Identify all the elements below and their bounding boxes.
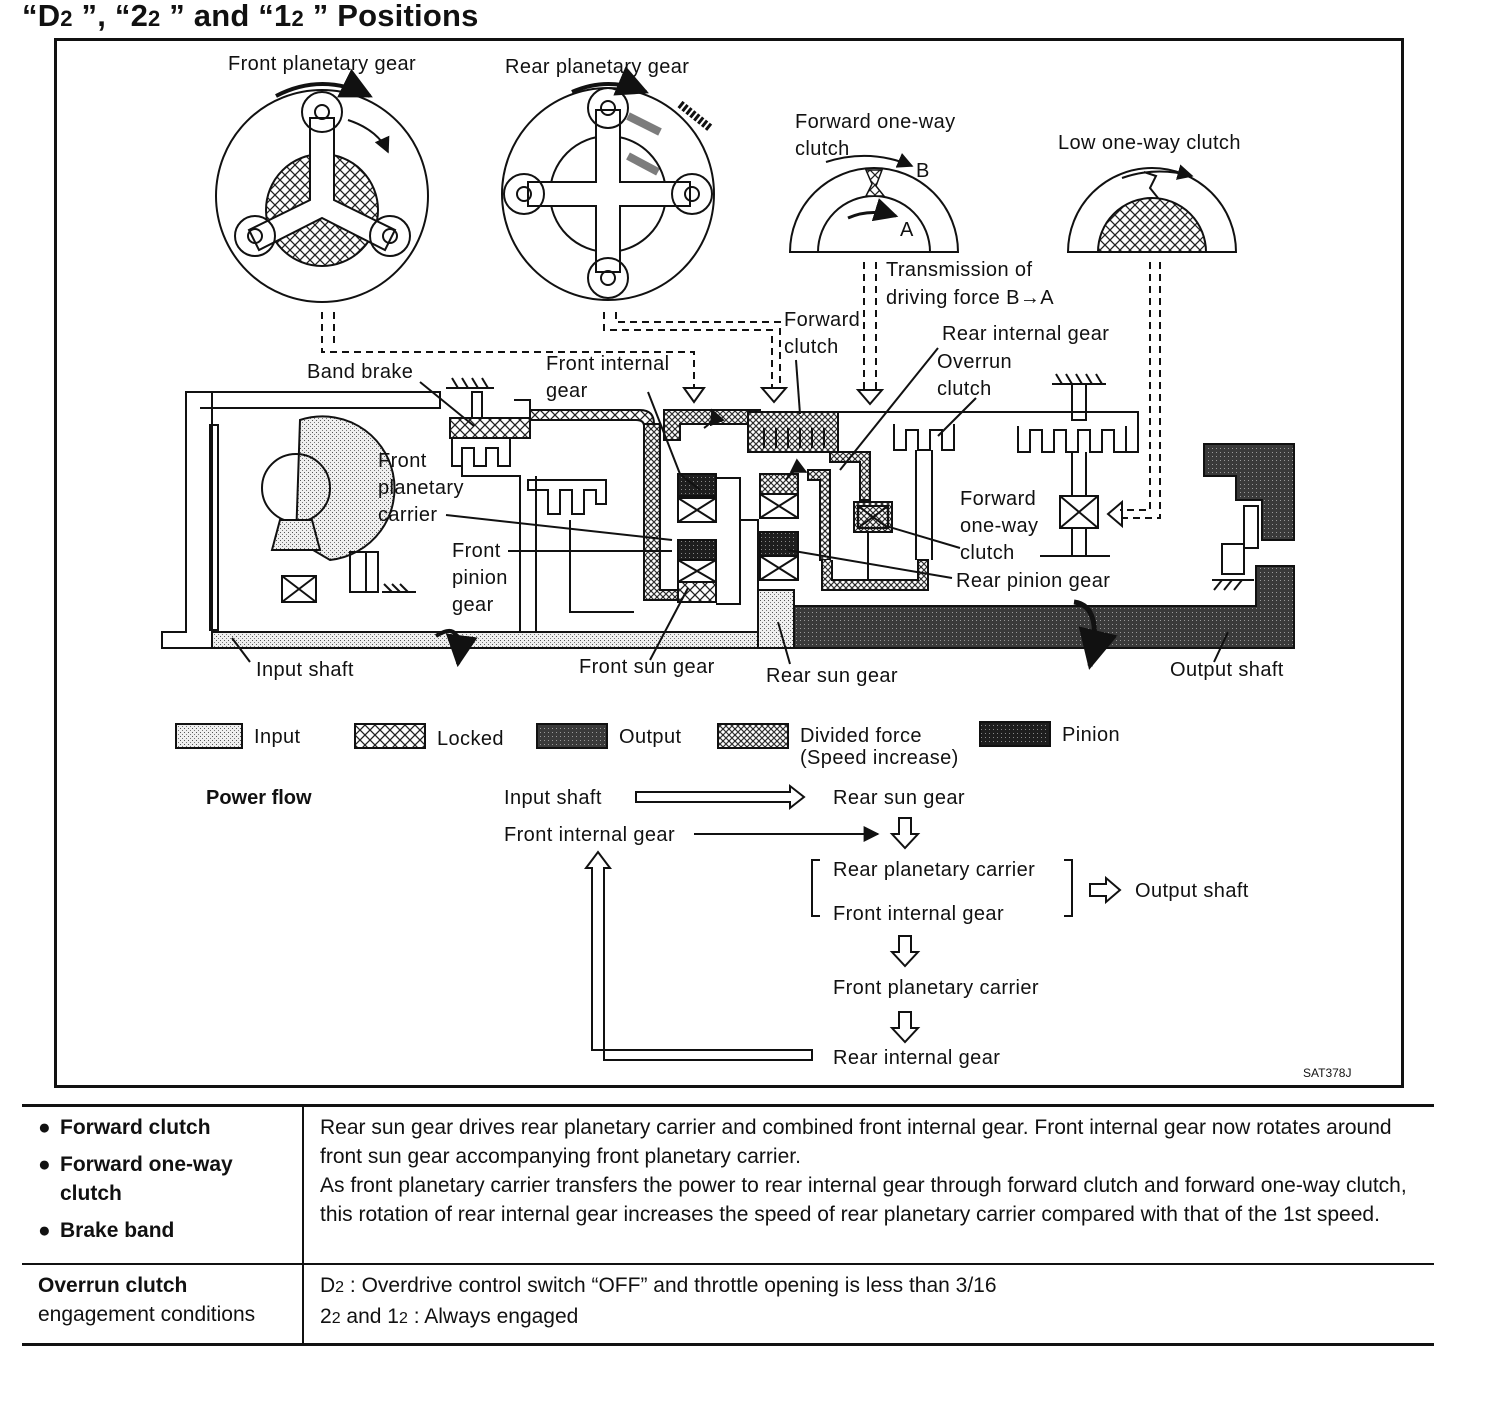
legend-swatch-locked: [354, 723, 426, 749]
label-front-pinion-gear-2: pinion: [452, 567, 508, 589]
legend-label-locked: Locked: [437, 728, 504, 750]
label-front-pinion-gear-3: gear: [452, 594, 494, 616]
pf-front-internal-gear-2: Front internal gear: [833, 903, 1004, 925]
label-overrun-clutch-1: Overrun: [937, 351, 1012, 373]
list-item: ●Forward clutch: [38, 1116, 211, 1139]
dashed-connectors: [321, 262, 1161, 529]
legend-swatch-pinion: [979, 721, 1051, 747]
list-item: ●Forward one-way clutch: [38, 1153, 233, 1205]
label-rear-sun-gear: Rear sun gear: [766, 665, 898, 687]
label-band-brake: Band brake: [307, 361, 413, 383]
transmission-cross-section: [161, 373, 1295, 670]
label-front-pinion-gear-1: Front: [452, 540, 501, 562]
label-front-internal-gear-2: gear: [546, 380, 588, 402]
low-one-way-clutch-illustration: [1066, 164, 1238, 253]
pf-front-internal-gear: Front internal gear: [504, 824, 675, 846]
legend-label-output: Output: [619, 726, 681, 748]
legend-swatch-input: [175, 723, 243, 749]
label-transmission-2: driving force B→A: [886, 287, 1054, 309]
label-front-planetary-carrier-2: planetary: [378, 477, 464, 499]
label-front-planetary-carrier-3: carrier: [378, 504, 437, 526]
label-low-one-way-clutch: Low one-way clutch: [1058, 132, 1241, 154]
pf-rear-planetary-carrier: Rear planetary carrier: [833, 859, 1035, 881]
pf-output-shaft: Output shaft: [1135, 880, 1249, 902]
label-transmission-1: Transmission of: [886, 259, 1032, 281]
label-front-sun-gear: Front sun gear: [579, 656, 715, 678]
description-paragraph-2: As front planetary carrier transfers the…: [320, 1174, 1407, 1226]
gear-diagram: Front planetary gear Rear planetary gear…: [161, 53, 1351, 1080]
legend: Input Locked Output Divided force (Speed…: [175, 721, 1120, 769]
leader-lines: [231, 347, 1229, 665]
table-row: ●Forward clutch ●Forward one-way clutch …: [22, 1104, 1434, 1265]
pf-input-shaft: Input shaft: [504, 787, 602, 809]
pf-front-planetary-carrier: Front planetary carrier: [833, 977, 1039, 999]
conditions-cell: D2 : Overdrive control switch “OFF” and …: [303, 1264, 1434, 1346]
rear-planetary-gear-illustration: [501, 66, 715, 301]
pf-rear-internal-gear: Rear internal gear: [833, 1047, 1000, 1069]
power-flow: Power flow Input shaft Rear sun gear Fro…: [206, 783, 1249, 1069]
overrun-clutch-label: Overrun clutch: [38, 1274, 188, 1297]
label-overrun-clutch-2: clutch: [937, 378, 992, 400]
label-fowc-3: clutch: [960, 542, 1015, 564]
label-fowc-top-1: Forward one-way: [795, 111, 956, 133]
label-front-planetary-gear: Front planetary gear: [228, 53, 416, 75]
label-rear-internal-gear: Rear internal gear: [942, 323, 1109, 345]
legend-label-divided: Divided force: [800, 725, 922, 747]
engaged-elements-cell: ●Forward clutch ●Forward one-way clutch …: [22, 1104, 304, 1265]
engagement-table: ●Forward clutch ●Forward one-way clutch …: [22, 1104, 1434, 1346]
legend-label-pinion: Pinion: [1062, 724, 1120, 746]
legend-label-input: Input: [254, 726, 301, 748]
condition-d2: D2 : Overdrive control switch “OFF” and …: [320, 1274, 997, 1297]
page-title: “D2 ”, “22 ” and “12 ” Positions: [22, 0, 479, 33]
overrun-label-cell: Overrun clutch engagement conditions: [22, 1264, 304, 1346]
description-cell: Rear sun gear drives rear planetary carr…: [303, 1104, 1434, 1265]
legend-label-divided-2: (Speed increase): [800, 747, 959, 769]
marker-b: B: [916, 160, 930, 182]
power-flow-heading: Power flow: [206, 787, 312, 809]
list-item: ●Brake band: [38, 1219, 175, 1242]
label-fowc-top-2: clutch: [795, 138, 850, 160]
figure-code: SAT378J: [1303, 1066, 1351, 1080]
label-forward-clutch-2: clutch: [784, 336, 839, 358]
table-row: Overrun clutch engagement conditions D2 …: [22, 1264, 1434, 1346]
condition-22-12: 22 and 12 : Always engaged: [320, 1305, 579, 1328]
label-front-internal-gear-1: Front internal: [546, 353, 669, 375]
label-front-planetary-carrier-1: Front: [378, 450, 427, 472]
label-forward-clutch-1: Forward: [784, 309, 860, 331]
pf-rear-sun-gear: Rear sun gear: [833, 787, 965, 809]
diagram-frame: [54, 38, 1404, 1088]
legend-swatch-divided: [717, 723, 789, 749]
label-output-shaft: Output shaft: [1170, 659, 1284, 681]
label-input-shaft: Input shaft: [256, 659, 354, 681]
description-paragraph-1: Rear sun gear drives rear planetary carr…: [320, 1116, 1392, 1168]
legend-swatch-output: [536, 723, 608, 749]
marker-a: A: [900, 219, 914, 241]
label-rear-planetary-gear: Rear planetary gear: [505, 56, 689, 78]
forward-one-way-clutch-illustration: [788, 152, 960, 253]
label-rear-pinion-gear: Rear pinion gear: [956, 570, 1110, 592]
label-fowc-1: Forward: [960, 488, 1036, 510]
label-fowc-2: one-way: [960, 515, 1038, 537]
front-planetary-gear-illustration: [215, 68, 429, 303]
engagement-conditions-label: engagement conditions: [38, 1303, 256, 1326]
